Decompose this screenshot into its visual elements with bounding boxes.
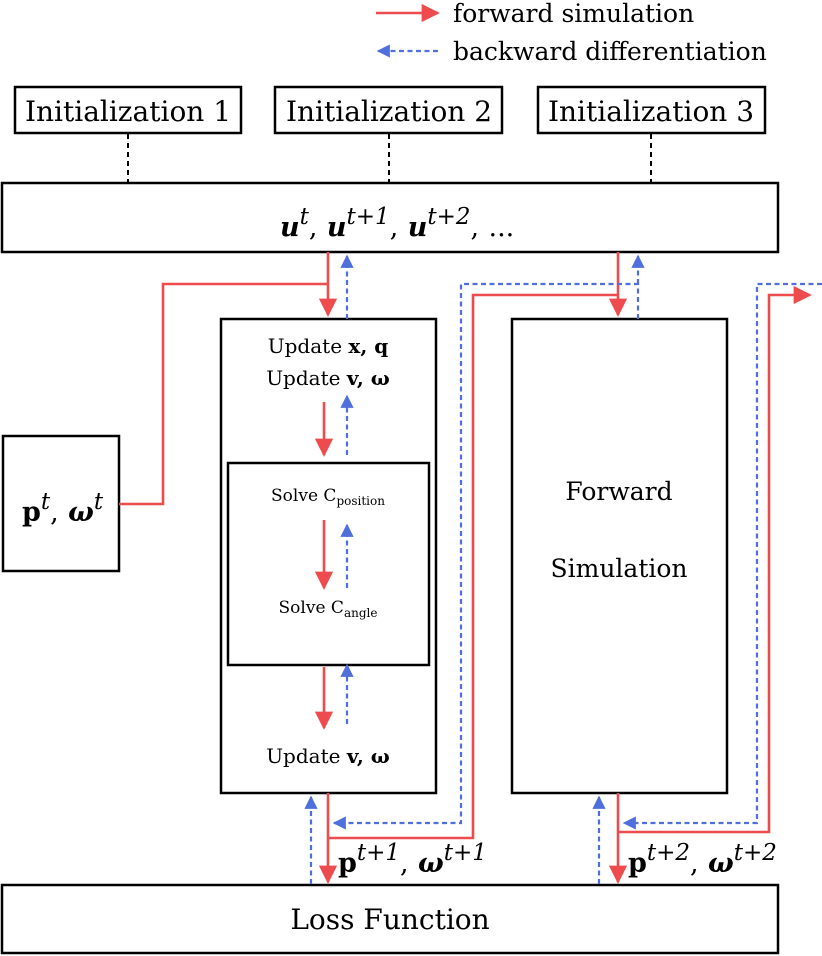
solve-position-label: Solve Cposition bbox=[271, 486, 385, 508]
solve-angle-label: Solve Cangle bbox=[279, 598, 378, 620]
fwd-output1-to-forward-sim bbox=[328, 293, 618, 840]
controls-label: ut, ut+1, ut+2, ... bbox=[280, 204, 514, 243]
init-box-2-label: Initialization 2 bbox=[286, 95, 492, 128]
init-box-1-label: Initialization 1 bbox=[25, 95, 231, 128]
constraint-solve-box bbox=[226, 461, 431, 667]
init-box-3 bbox=[536, 85, 767, 135]
initialization-boxes: Initialization 1 Initialization 2 Initia… bbox=[13, 85, 767, 183]
u-sup-1: t bbox=[300, 204, 310, 230]
u-sup-2: t+1 bbox=[347, 204, 390, 230]
forward-simulation-line1: Forward bbox=[565, 477, 672, 506]
legend-backward-label: backward differentiation bbox=[453, 37, 767, 66]
bwd-incoming-to-forward-sim bbox=[622, 282, 822, 830]
bwd-forward-sim-to-step bbox=[332, 282, 640, 830]
backward-arrows bbox=[304, 254, 822, 884]
fwd-output2-onward bbox=[618, 285, 812, 834]
fwd-initial-state-to-step bbox=[119, 282, 328, 506]
loss-function-box bbox=[0, 883, 780, 955]
legend: forward simulation backward differentiat… bbox=[376, 0, 767, 66]
u-sup-3: t+2 bbox=[427, 204, 470, 230]
output-label-2: pt+2, ωt+2 bbox=[628, 840, 777, 879]
legend-forward-label: forward simulation bbox=[453, 0, 694, 28]
u-symbol-3: u bbox=[408, 212, 428, 243]
initial-state-label: pt, ωt bbox=[22, 489, 104, 528]
update-vw-bottom-label: Update v, ω bbox=[266, 744, 390, 768]
u-symbol-2: u bbox=[327, 212, 347, 243]
forward-simulation-line2: Simulation bbox=[550, 554, 687, 583]
init-box-3-label: Initialization 3 bbox=[548, 95, 754, 128]
loss-function-label: Loss Function bbox=[290, 903, 489, 936]
update-vw-label: Update v, ω bbox=[266, 366, 390, 390]
update-xq-label: Update x, q bbox=[268, 334, 388, 358]
init-box-2 bbox=[273, 85, 504, 135]
init-box-1 bbox=[13, 85, 243, 135]
forward-simulation-block bbox=[510, 317, 729, 795]
controls-box bbox=[0, 181, 780, 254]
u-symbol-1: u bbox=[280, 212, 300, 243]
output-label-1: pt+1, ωt+1 bbox=[338, 840, 487, 879]
